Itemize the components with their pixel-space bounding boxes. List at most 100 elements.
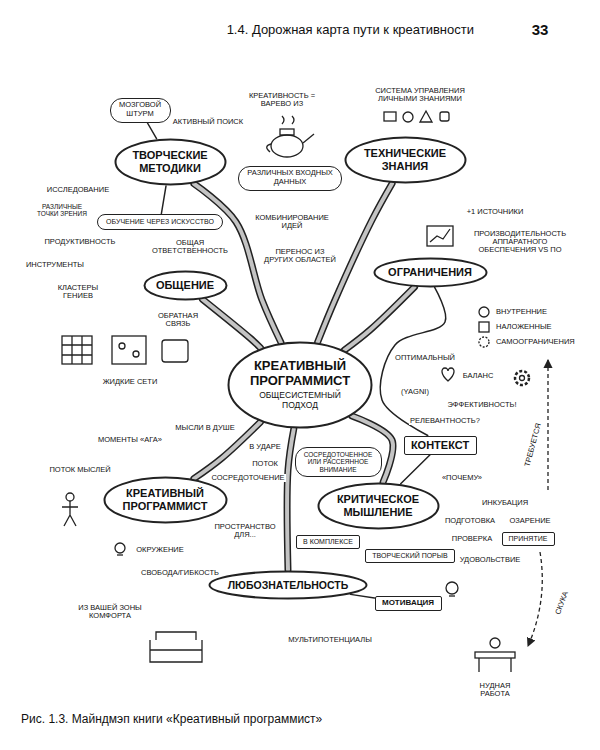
note-label: МУЛЬТИПОТЕНЦИАЛЫ (287, 636, 373, 644)
node-label: КРЕАТИВНЫЙ ПРОГРАММИСТОБЩЕСИСТЕМНЫЙ ПОДХ… (249, 359, 352, 410)
node-label: ОБЩЕНИЕ (155, 279, 216, 292)
note-label: ИНСТРУМЕНТЫ (25, 261, 85, 269)
node-text: ОБЩЕНИЕ (155, 279, 216, 292)
branch-ellipse: КРЕАТИВНЫЙ ПРОГРАММИСТ (103, 476, 228, 524)
node-label: МОЗГОВОЙ ШТУРМ (118, 101, 163, 118)
node-text: ТВОРЧЕСКИЙ ПОРЫВ (371, 552, 449, 560)
bulb-icon (115, 543, 125, 555)
node-text: ЛЮБОЗНАТЕЛЬНОСТЬ (227, 579, 350, 591)
person-icon (62, 493, 78, 526)
note-label: КРЕАТИВНОСТЬ = ВАРЕВО ИЗ (247, 92, 317, 109)
branch-outline (202, 299, 260, 348)
note-label: ОПТИМАЛЬНЫЙ (394, 354, 456, 362)
note-label: ПРОСТРАНСТВО ДЛЯ... (213, 523, 277, 540)
node-text: ТЕХНИЧЕСКИЕ ЗНАНИЯ (363, 147, 448, 172)
dashed-arrow (547, 360, 548, 490)
node-text: КРЕАТИВНЫЙ ПРОГРАММИСТ (122, 487, 209, 512)
branch-outline (287, 429, 294, 570)
note-label: В УДАРЕ (248, 443, 282, 451)
node-text: ПРИНЯТИЕ (508, 535, 549, 543)
node-text: КОНТЕКСТ (410, 439, 471, 452)
note-label: ПЕРЕНОС ИЗ ДРУГИХ ОБЛАСТЕЙ (263, 248, 338, 265)
node-text: ОБУЧЕНИЕ ЧЕРЕЗ ИСКУССТВО (105, 218, 215, 226)
note-label: ОБЩАЯ ОТВЕТСТВЕННОСТЬ (150, 239, 230, 256)
note-label: НУДНАЯ РАБОТА (478, 682, 512, 699)
branch-ellipse: ТВОРЧЕСКИЕ МЕТОДИКИ (114, 138, 227, 186)
cloud-bubble: СОСРЕДОТОЧЕННОЕ ИЛИ РАССЕЯННОЕ ВНИМАНИЕ (295, 447, 382, 477)
network-icons (62, 336, 188, 364)
note-label: ПОТОК (251, 460, 279, 468)
knowledge-icons (384, 111, 449, 122)
node-label: ОБУЧЕНИЕ ЧЕРЕЗ ИСКУССТВО (105, 218, 215, 226)
ellipse-shape (104, 478, 226, 523)
note-label: +1 ИСТОЧНИКИ (466, 208, 525, 216)
note-label: ПРОИЗВОДИТЕЛЬНОСТЬ АППАРАТНОГО ОБЕСПЕЧЕН… (472, 230, 568, 255)
note-label: ОЗАРЕНИЕ (508, 517, 551, 525)
note-label: КЛАСТЕРЫ ГЕНИЕВ (56, 284, 100, 301)
node-text: СОСРЕДОТОЧЕННОЕ ИЛИ РАССЕЯННОЕ ВНИМАНИЕ (303, 451, 373, 473)
note-label: ИССЛЕДОВАНИЕ (46, 186, 110, 194)
ellipse-shape (345, 138, 465, 183)
figure-caption: Рис. 1.3. Майндмэп книги «Креативный про… (20, 713, 323, 726)
branch-connector (202, 299, 260, 348)
dashed-arrow (528, 552, 542, 646)
node-label: СОСРЕДОТОЧЕННОЕ ИЛИ РАССЕЯННОЕ ВНИМАНИЕ (303, 451, 373, 473)
node-text: ОГРАНИЧЕНИЯ (387, 266, 473, 279)
note-box: ПРИНЯТИЕ (502, 532, 555, 546)
note-label: РЕЛЕВАНТНОСТЬ? (409, 417, 481, 425)
page-header: 1.4. Дорожная карта пути к креативности (226, 23, 475, 37)
node-label: КРЕАТИВНЫЙ ПРОГРАММИСТ (122, 487, 209, 512)
node-label: КОНТЕКСТ (410, 439, 471, 452)
heart-icon (442, 368, 454, 381)
branch-connector (350, 594, 374, 598)
node-label: ТВОРЧЕСКИЙ ПОРЫВ (371, 552, 449, 560)
note-label: СИСТЕМА УПРАВЛЕНИЯ ЛИЧНЫМИ ЗНАНИЯМИ (374, 87, 467, 104)
node-text: РАЗЛИЧНЫХ ВХОДНЫХ ДАННЫХ (246, 169, 334, 186)
node-text: В КОМПЛЕКСЕ (302, 538, 354, 546)
node-label: В КОМПЛЕКСЕ (302, 538, 354, 546)
note-label: СКУКА (554, 589, 571, 616)
note-label: СВОБОДА/ГИБКОСТЬ (140, 569, 220, 577)
note-label: ИЗ ВАШЕЙ ЗОНЫ КОМФОРТА (77, 604, 144, 621)
note-label: ИНКУБАЦИЯ (481, 499, 529, 507)
branch-ellipse: КРИТИЧЕСКОЕ МЫШЛЕНИЕ (317, 482, 440, 530)
branch-connector (161, 186, 166, 214)
note-label: БАЛАНС (462, 372, 495, 380)
node-text: КРЕАТИВНЫЙ ПРОГРАММИСТ (249, 359, 352, 389)
node-label: МОТИВАЦИЯ (381, 598, 436, 607)
branch-connector (344, 287, 414, 350)
note-box: МОТИВАЦИЯ (375, 596, 442, 611)
note-label: ТРЕБУЕТСЯ (523, 421, 543, 468)
note-label: ПОТОК МЫСЛЕЙ (48, 466, 111, 474)
node-label: ПРИНЯТИЕ (508, 535, 549, 543)
note-box: КОНТЕКСТ (404, 436, 477, 455)
bulb-icon (446, 582, 458, 596)
note-label: ПРОДУКТИВНОСТЬ (43, 238, 116, 246)
node-text: МОЗГОВОЙ ШТУРМ (118, 101, 163, 118)
branch-ellipse: ЛЮБОЗНАТЕЛЬНОСТЬ (208, 570, 368, 600)
note-label: РАЗЛИЧНЫЕ ТОЧКИ ЗРЕНИЯ (36, 203, 89, 217)
branch-ellipse: ТЕХНИЧЕСКИЕ ЗНАНИЯ (344, 136, 467, 184)
node-text: КРИТИЧЕСКОЕ МЫШЛЕНИЕ (336, 493, 421, 518)
node-label: ТЕХНИЧЕСКИЕ ЗНАНИЯ (363, 147, 448, 172)
gear-icon (515, 371, 529, 385)
node-label: ОГРАНИЧЕНИЯ (387, 266, 473, 279)
note-label: ОКРУЖЕНИЕ (135, 546, 185, 554)
page-number: 33 (531, 22, 550, 39)
sofa-icon (150, 632, 202, 662)
note-label: МОМЕНТЫ «АГА» (97, 436, 163, 444)
cloud-bubble: РАЗЛИЧНЫХ ВХОДНЫХ ДАННЫХ (238, 166, 342, 191)
note-label: ОБРАТНАЯ СВЯЗЬ (156, 312, 200, 329)
cloud-bubble: ОБУЧЕНИЕ ЧЕРЕЗ ИСКУССТВО (97, 214, 223, 230)
note-label: «ПОЧЕМУ» (441, 474, 483, 482)
ellipse-shape (374, 258, 486, 286)
branch-ellipse: ОБЩЕНИЕ (143, 270, 228, 301)
note-label: ЖИДКИЕ СЕТИ (102, 378, 159, 386)
node-label: РАЗЛИЧНЫХ ВХОДНЫХ ДАННЫХ (246, 169, 334, 186)
note-label: НАЛОЖЕННЫЕ (495, 323, 553, 331)
note-label: САМООГРАНИЧЕНИЯ (495, 338, 576, 346)
constraint-icons (479, 307, 489, 347)
note-label: КОМБИНИРОВАНИЕ ИДЕЙ (254, 214, 331, 231)
ellipse-shape (210, 572, 367, 599)
note-label: ПРОВЕРКА (451, 535, 493, 543)
